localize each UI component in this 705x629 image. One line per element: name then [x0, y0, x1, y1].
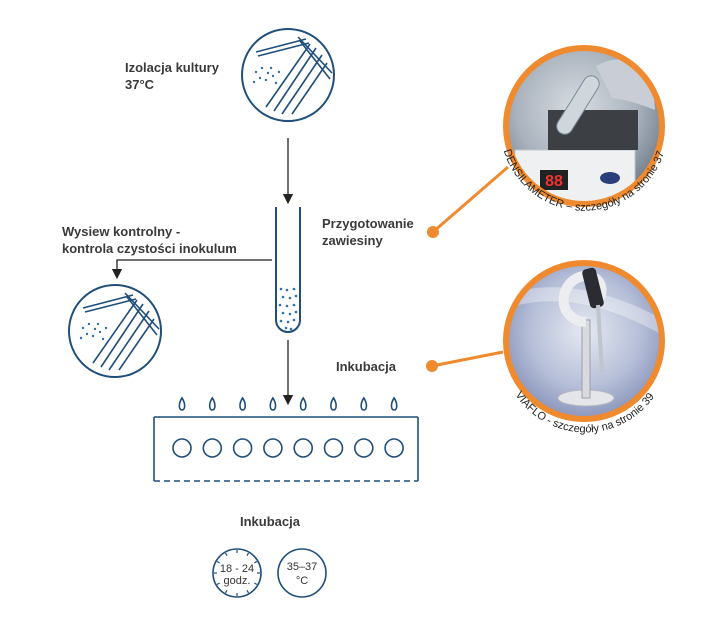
isolation-label-line1: Izolacja kultury	[125, 60, 219, 75]
temp-badge-line1: 35–37	[287, 561, 318, 573]
plate-well	[172, 438, 192, 458]
viaflo-connector	[426, 350, 504, 372]
temp-badge-line2: °C	[296, 575, 308, 587]
incubation-bottom-label: Inkubacja	[240, 514, 300, 529]
drop-icon	[239, 396, 247, 411]
plate-well	[263, 438, 283, 458]
clock-tick	[254, 582, 258, 586]
isolation-label-line2: 37°C	[125, 77, 155, 92]
control-seeding-label: Wysiew kontrolny - kontrola czystości in…	[62, 223, 237, 257]
plate-well	[384, 438, 404, 458]
viaflo-photo	[503, 260, 665, 422]
clock-tick	[216, 582, 220, 586]
clock-tick	[246, 552, 250, 556]
plate-well	[353, 438, 374, 458]
densilameter-connector	[427, 165, 509, 238]
clock-tick	[254, 560, 258, 564]
arrow-tube-to-control	[111, 259, 272, 280]
clock-tick	[224, 552, 228, 556]
isolation-label: Izolacja kultury 37°C	[125, 59, 219, 93]
clock-tick	[216, 560, 220, 564]
control-label-line1: Wysiew kontrolny -	[62, 224, 181, 239]
incubation-time-badge: 18 - 24 godz.	[212, 548, 262, 598]
clock-tick	[246, 590, 250, 594]
plate-well	[232, 438, 253, 458]
drop-icon	[299, 396, 307, 411]
drop-icon	[208, 396, 216, 411]
drop-icon	[269, 396, 277, 411]
time-badge-line2: godz.	[224, 575, 251, 587]
petri-dish-control-icon	[68, 284, 162, 378]
incubation-temperature-badge: 35–37 °C	[277, 548, 327, 598]
suspension-label: Przygotowanie zawiesiny	[322, 215, 414, 249]
time-badge-line1: 18 - 24	[220, 563, 254, 575]
control-label-line2: kontrola czystości inokulum	[62, 241, 237, 256]
drop-icon	[360, 396, 368, 411]
plate-well	[293, 438, 314, 458]
drop-icon	[330, 396, 337, 411]
suspension-label-line2: zawiesiny	[322, 233, 383, 248]
drop-icon	[178, 396, 186, 411]
incubation-mid-label: Inkubacja	[336, 359, 396, 374]
test-tube-icon	[275, 207, 301, 333]
drop-icon	[390, 396, 398, 411]
plate-well	[323, 438, 344, 458]
densilameter-display: 88	[545, 173, 563, 190]
clock-tick	[224, 590, 228, 594]
suspension-label-line1: Przygotowanie	[322, 216, 414, 231]
plate-well	[202, 438, 223, 458]
petri-dish-isolation-icon	[241, 28, 335, 122]
microplate-icon	[153, 396, 419, 482]
